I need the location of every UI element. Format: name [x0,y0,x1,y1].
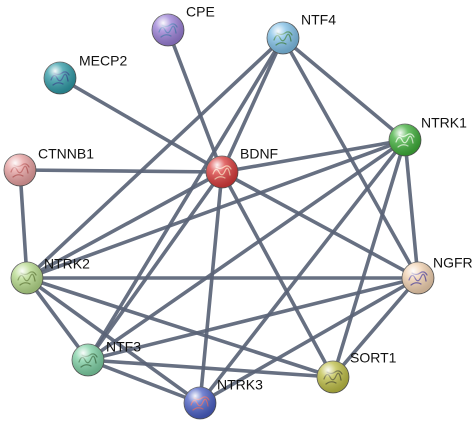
node-label-ntf3: NTF3 [106,339,141,355]
node-label-ntrk1: NTRK1 [421,115,467,131]
edge-ntrk1-bdnf [220,138,407,174]
node-highlight [389,124,421,156]
edge-ctnnb1-ntrk2 [18,168,29,280]
edge-ntf4-ntf3 [86,36,285,362]
node-ntf3[interactable]: NTF3 [71,339,141,377]
node-mecp2[interactable]: MECP2 [43,53,127,95]
edge-ntrk2-ntf3 [25,276,90,362]
edge-ngfr-ntf3 [86,276,420,362]
edge-ntf4-bdnf [220,36,285,174]
node-ntrk1[interactable]: NTRK1 [388,115,467,157]
node-ngfr[interactable]: NGFR [401,255,473,295]
node-highlight [267,22,299,54]
node-highlight [4,154,36,186]
node-label-ngfr: NGFR [433,255,473,271]
edge-ngfr-ntrk3 [198,276,420,405]
edge-bdnf-ngfr [220,170,420,280]
edge-cpe-bdnf [166,28,224,174]
edge-ntf4-ntrk2 [25,36,285,280]
edge-bdnf-ntf3 [86,170,224,362]
node-label-ntrk3: NTRK3 [217,377,263,393]
edge-ntrk1-ngfr [403,138,420,280]
node-label-cpe: CPE [186,4,215,20]
edge-ntrk1-ntrk2 [25,138,407,280]
node-ntrk2[interactable]: NTRK2 [10,256,90,295]
edge-ntrk1-ntrk3 [198,138,407,405]
node-label-ctnnb1: CTNNB1 [38,146,94,162]
node-highlight [44,62,76,94]
node-ntf4[interactable]: NTF4 [266,12,336,55]
node-highlight [72,344,104,376]
node-label-sort1: SORT1 [350,350,397,366]
node-ntrk3[interactable]: NTRK3 [183,377,263,420]
node-highlight [184,387,216,419]
node-label-bdnf: BDNF [240,146,278,162]
node-sort1[interactable]: SORT1 [316,350,397,394]
edge-mecp2-bdnf [58,76,224,174]
node-ctnnb1[interactable]: CTNNB1 [3,146,94,187]
node-highlight [11,262,43,294]
node-label-ntf4: NTF4 [301,12,336,28]
node-highlight [317,361,349,393]
edge-ngfr-sort1 [331,276,420,379]
node-highlight [152,14,184,46]
edge-bdnf-ntrk2 [25,170,224,280]
edge-ntf4-ntrk1 [281,36,407,142]
edge-ntf3-sort1 [86,358,335,379]
node-highlight [402,262,434,294]
edge-ntrk2-ntrk3 [25,276,202,405]
node-highlight [206,156,238,188]
edge-ntf3-ntrk3 [86,358,202,405]
edge-ntrk1-ntf3 [86,138,407,362]
edge-layer [18,28,420,405]
edge-bdnf-sort1 [220,170,335,379]
node-bdnf[interactable]: BDNF [205,146,278,189]
edge-bdnf-ntrk3 [198,170,224,405]
edge-ctnnb1-bdnf [18,168,224,174]
node-label-mecp2: MECP2 [79,53,127,69]
edge-ntrk1-sort1 [331,138,407,379]
node-label-ntrk2: NTRK2 [44,256,90,272]
edge-ntrk2-sort1 [25,276,335,379]
node-cpe[interactable]: CPE [151,4,215,47]
